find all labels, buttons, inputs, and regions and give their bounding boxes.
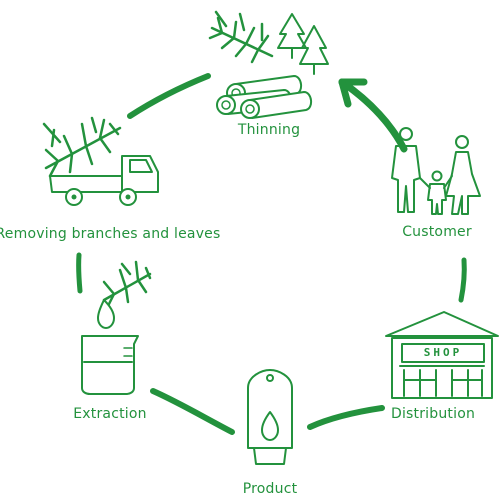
stage-label-thinning: Thinning xyxy=(237,122,301,138)
spray-bottle-icon xyxy=(247,369,293,465)
shop-icon xyxy=(385,311,499,399)
cycle-connectors xyxy=(76,73,467,435)
connector-removing-to-extraction xyxy=(76,252,83,294)
stage-label-distribution: Distribution xyxy=(390,406,476,422)
stage-label-product: Product xyxy=(242,481,298,497)
arrow-customer-to-thinning xyxy=(338,78,408,153)
stage-label-customer: Customer xyxy=(402,224,472,240)
stage-label-extraction: Extraction xyxy=(73,406,147,422)
connector-removing-to-thinning xyxy=(127,73,211,119)
connector-product-to-distribution xyxy=(307,405,385,430)
shop-sign-text: SHOP xyxy=(423,346,463,359)
sprig xyxy=(102,260,152,308)
truck-with-branches-icon xyxy=(42,116,159,206)
beaker-with-droplet-icon xyxy=(81,260,152,395)
connector-distribution-to-customer xyxy=(458,257,467,303)
logs xyxy=(216,75,312,119)
family-icon xyxy=(391,127,481,215)
stage-label-removing-branches: Removing branches and leaves xyxy=(0,226,221,242)
connector-extraction-to-product xyxy=(150,388,235,435)
logs-and-trees-icon xyxy=(208,10,329,119)
branches-on-truck xyxy=(42,116,122,178)
